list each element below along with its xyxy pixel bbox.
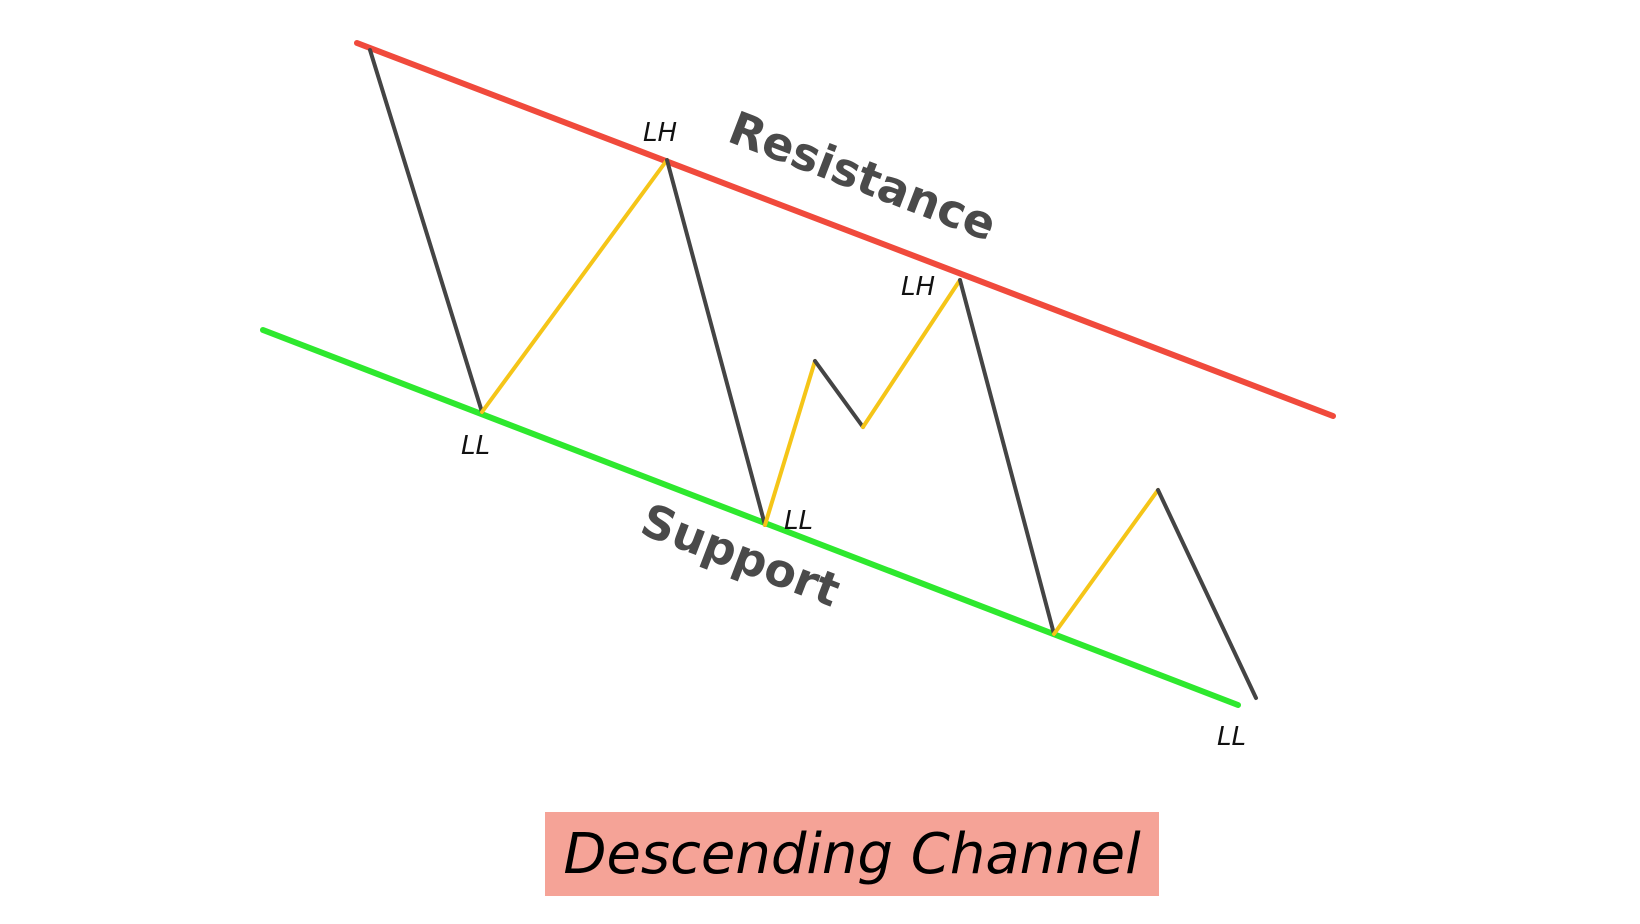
up-leg: [1052, 488, 1160, 636]
price-path: [368, 48, 1258, 700]
swing-label-lh: LH: [643, 118, 677, 148]
down-leg: [665, 158, 767, 527]
up-leg: [763, 359, 817, 527]
resistance-label: Resistance: [722, 100, 1004, 251]
up-leg: [480, 158, 669, 414]
support-line: [260, 327, 1241, 708]
down-leg: [1156, 488, 1258, 700]
down-leg: [813, 359, 865, 429]
title-banner: Descending Channel: [545, 812, 1159, 896]
down-leg: [368, 48, 484, 414]
down-leg: [958, 278, 1056, 636]
diagram-title: Descending Channel: [563, 821, 1141, 887]
swing-label-ll: LL: [784, 506, 813, 536]
resistance-line: [354, 40, 1336, 419]
swing-label-ll: LL: [1217, 722, 1246, 752]
up-leg: [861, 278, 962, 429]
swing-label-lh: LH: [901, 272, 935, 302]
swing-label-ll: LL: [461, 431, 490, 461]
